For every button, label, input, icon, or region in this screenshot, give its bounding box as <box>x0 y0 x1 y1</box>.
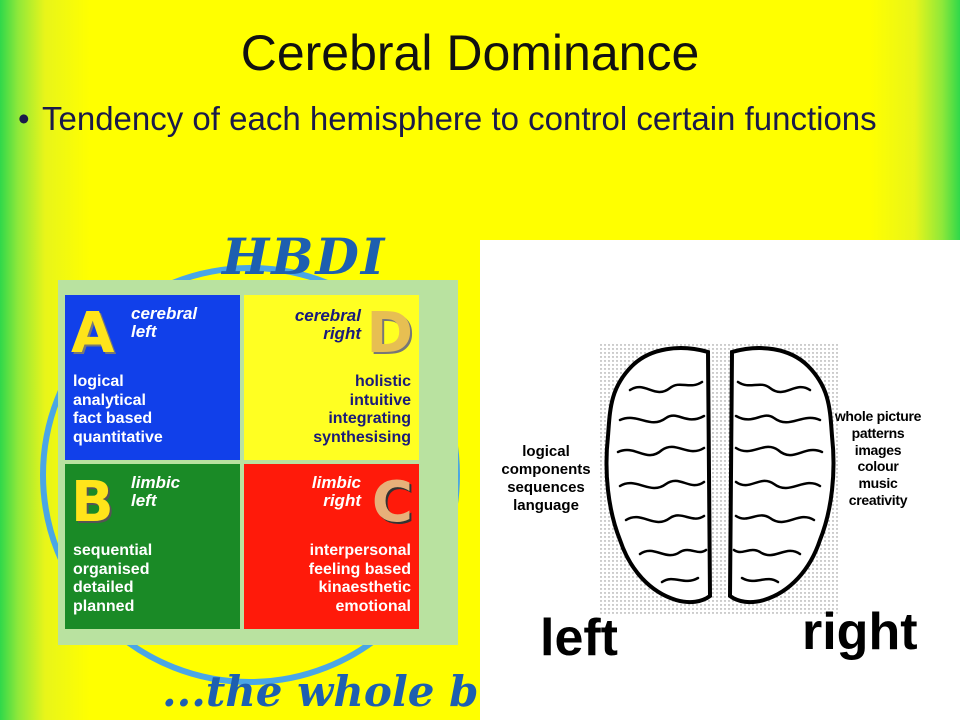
trait-item: colour <box>857 458 899 475</box>
trait-item: emotional <box>335 598 411 616</box>
trait-item: organised <box>73 560 150 578</box>
quadrant-label: cerebral right <box>294 306 361 343</box>
trait-item: images <box>854 441 902 458</box>
trait-item: music <box>858 475 898 492</box>
quadrant-traits: holistic intuitive integrating synthesis… <box>313 373 411 448</box>
quadrant-label: cerebral left <box>131 304 198 341</box>
left-hemisphere <box>604 346 713 605</box>
quadrant-letter: D <box>366 301 413 366</box>
trait-item: sequential <box>73 542 153 559</box>
trait-item: feeling based <box>308 560 411 578</box>
bullet-icon: • <box>18 100 30 137</box>
trait-item: sequences <box>507 479 585 496</box>
trait-item: synthesising <box>313 429 411 447</box>
quadrant-letter: B <box>71 470 114 535</box>
trait-item: creativity <box>848 491 908 508</box>
trait-item: language <box>513 497 579 514</box>
trait-item: logical <box>522 443 570 460</box>
quadrant-letter: C <box>371 470 413 535</box>
quadrant-b: B limbic left sequential organised detai… <box>65 464 240 629</box>
quadrant-label: limbic right <box>311 473 361 510</box>
trait-item: holistic <box>354 373 411 390</box>
quadrant-traits: logical analytical fact based quantitati… <box>73 373 163 448</box>
brain-illustration-icon <box>600 344 840 614</box>
trait-item: kinaesthetic <box>318 579 411 597</box>
trait-item: intuitive <box>349 391 411 409</box>
quadrant-label: limbic left <box>131 473 181 510</box>
quadrant-traits: interpersonal feeling based kinaesthetic… <box>309 542 411 617</box>
bullet-point: • Tendency of each hemisphere to control… <box>18 96 948 142</box>
hbdi-model: HBDI A cerebral left logical analytical … <box>22 225 574 720</box>
bullet-text: Tendency of each hemisphere to control c… <box>42 100 877 137</box>
quadrant-d: D cerebral right holistic intuitive inte… <box>244 295 419 460</box>
trait-item: components <box>501 461 591 478</box>
quadrant-letter: A <box>71 301 115 366</box>
left-label: left <box>540 609 618 667</box>
trait-item: integrating <box>328 410 411 428</box>
right-traits: whole picture patterns images colour mus… <box>828 408 928 509</box>
trait-item: analytical <box>73 391 146 409</box>
slide-title: Cerebral Dominance <box>240 25 700 81</box>
trait-item: planned <box>73 598 135 616</box>
trait-item: interpersonal <box>309 542 411 559</box>
quadrant-traits: sequential organised detailed planned <box>73 542 152 617</box>
hbdi-logo: HBDI <box>222 227 387 286</box>
trait-item: quantitative <box>73 429 163 447</box>
quadrant-a: A cerebral left logical analytical fact … <box>65 295 240 460</box>
quadrant-c: C limbic right interpersonal feeling bas… <box>244 464 419 629</box>
brain-hemispheres-figure: logical components sequences language wh… <box>480 240 960 720</box>
trait-item: whole picture <box>834 408 922 424</box>
right-label: right <box>802 603 918 661</box>
right-hemisphere <box>727 346 836 605</box>
trait-item: patterns <box>851 424 905 441</box>
brain-folds <box>616 380 824 584</box>
left-traits: logical components sequences language <box>486 443 606 515</box>
trait-item: logical <box>73 373 124 390</box>
trait-item: fact based <box>73 410 153 428</box>
trait-item: detailed <box>73 579 134 597</box>
